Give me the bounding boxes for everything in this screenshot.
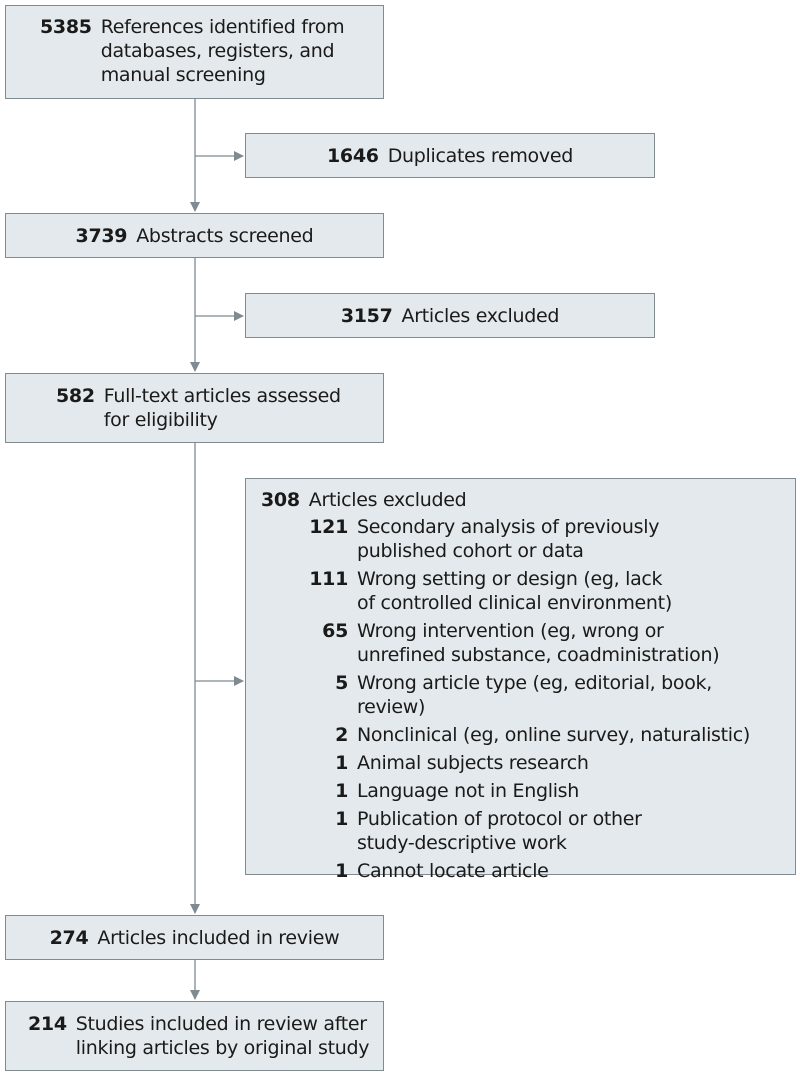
exclusion-reason-text: Nonclinical (eg, online survey, naturali…	[357, 724, 751, 746]
included-text: Articles included in review	[97, 926, 340, 949]
abstracts-box: 3739 Abstracts screened	[5, 213, 384, 258]
exclusion-reason-text: Publication of protocol or other study-d…	[357, 808, 642, 854]
excluded-fulltext-text: Articles excluded	[308, 489, 467, 511]
exclusion-reason: 5 Wrong article type (eg, editorial, boo…	[261, 671, 785, 719]
studies-count: 214	[28, 1013, 67, 1035]
included-count: 274	[49, 926, 89, 949]
abstracts-text: Abstracts screened	[136, 224, 314, 247]
exclusion-reason: 1 Publication of protocol or other study…	[261, 807, 785, 855]
excluded-fulltext-count: 308	[261, 489, 300, 511]
duplicates-text: Duplicates removed	[387, 144, 574, 167]
exclusion-reason-count: 1	[335, 860, 348, 882]
excluded-abstracts-count: 3157	[340, 304, 393, 327]
exclusion-reason: 65 Wrong intervention (eg, wrong or unre…	[261, 619, 785, 667]
exclusion-reason-count: 121	[309, 516, 348, 538]
fulltext-text: Full-text articles assessed for eligibil…	[103, 385, 341, 431]
fulltext-box: 582 Full-text articles assessed for elig…	[5, 373, 384, 443]
fulltext-count: 582	[56, 385, 95, 407]
excluded-abstracts-text: Articles excluded	[401, 304, 560, 327]
exclusion-reason: 121 Secondary analysis of previously pub…	[261, 515, 785, 563]
exclusion-reason-count: 1	[335, 780, 348, 802]
exclusion-reason-text: Wrong intervention (eg, wrong or unrefin…	[357, 620, 720, 666]
identified-text: References identified from databases, re…	[100, 16, 345, 86]
exclusion-reason-count: 1	[335, 752, 348, 774]
exclusion-reason: 1 Animal subjects research	[261, 751, 785, 775]
exclusion-reason-text: Wrong setting or design (eg, lack of con…	[357, 568, 672, 614]
exclusion-reason-text: Wrong article type (eg, editorial, book,…	[357, 672, 713, 718]
excluded-abstracts-box: 3157 Articles excluded	[245, 293, 655, 338]
identified-count: 5385	[40, 16, 92, 38]
included-box: 274 Articles included in review	[5, 915, 384, 960]
exclusion-reason-text: Language not in English	[357, 780, 580, 802]
exclusion-reason: 1 Language not in English	[261, 779, 785, 803]
duplicates-count: 1646	[327, 144, 379, 167]
exclusion-reason: 2 Nonclinical (eg, online survey, natura…	[261, 723, 785, 747]
exclusion-reason-count: 65	[322, 620, 348, 642]
exclusion-reason-text: Cannot locate article	[357, 860, 549, 882]
identified-box: 5385 References identified from database…	[5, 5, 384, 99]
exclusion-reason-count: 1	[335, 808, 348, 830]
exclusion-reason: 1 Cannot locate article	[261, 859, 785, 883]
abstracts-count: 3739	[75, 224, 128, 247]
exclusion-reason-count: 2	[335, 724, 348, 746]
excluded-fulltext-box: 308 Articles excluded 121 Secondary anal…	[245, 478, 796, 882]
exclusion-reason: 111 Wrong setting or design (eg, lack of…	[261, 567, 785, 615]
studies-box: 214 Studies included in review after lin…	[5, 1001, 384, 1071]
exclusion-reason-text: Secondary analysis of previously publish…	[357, 516, 660, 562]
exclusion-reason-text: Animal subjects research	[357, 752, 589, 774]
duplicates-box: 1646 Duplicates removed	[245, 133, 655, 178]
exclusion-reason-count: 111	[309, 568, 348, 590]
studies-text: Studies included in review after linking…	[75, 1013, 370, 1059]
exclusion-reason-count: 5	[335, 672, 348, 694]
